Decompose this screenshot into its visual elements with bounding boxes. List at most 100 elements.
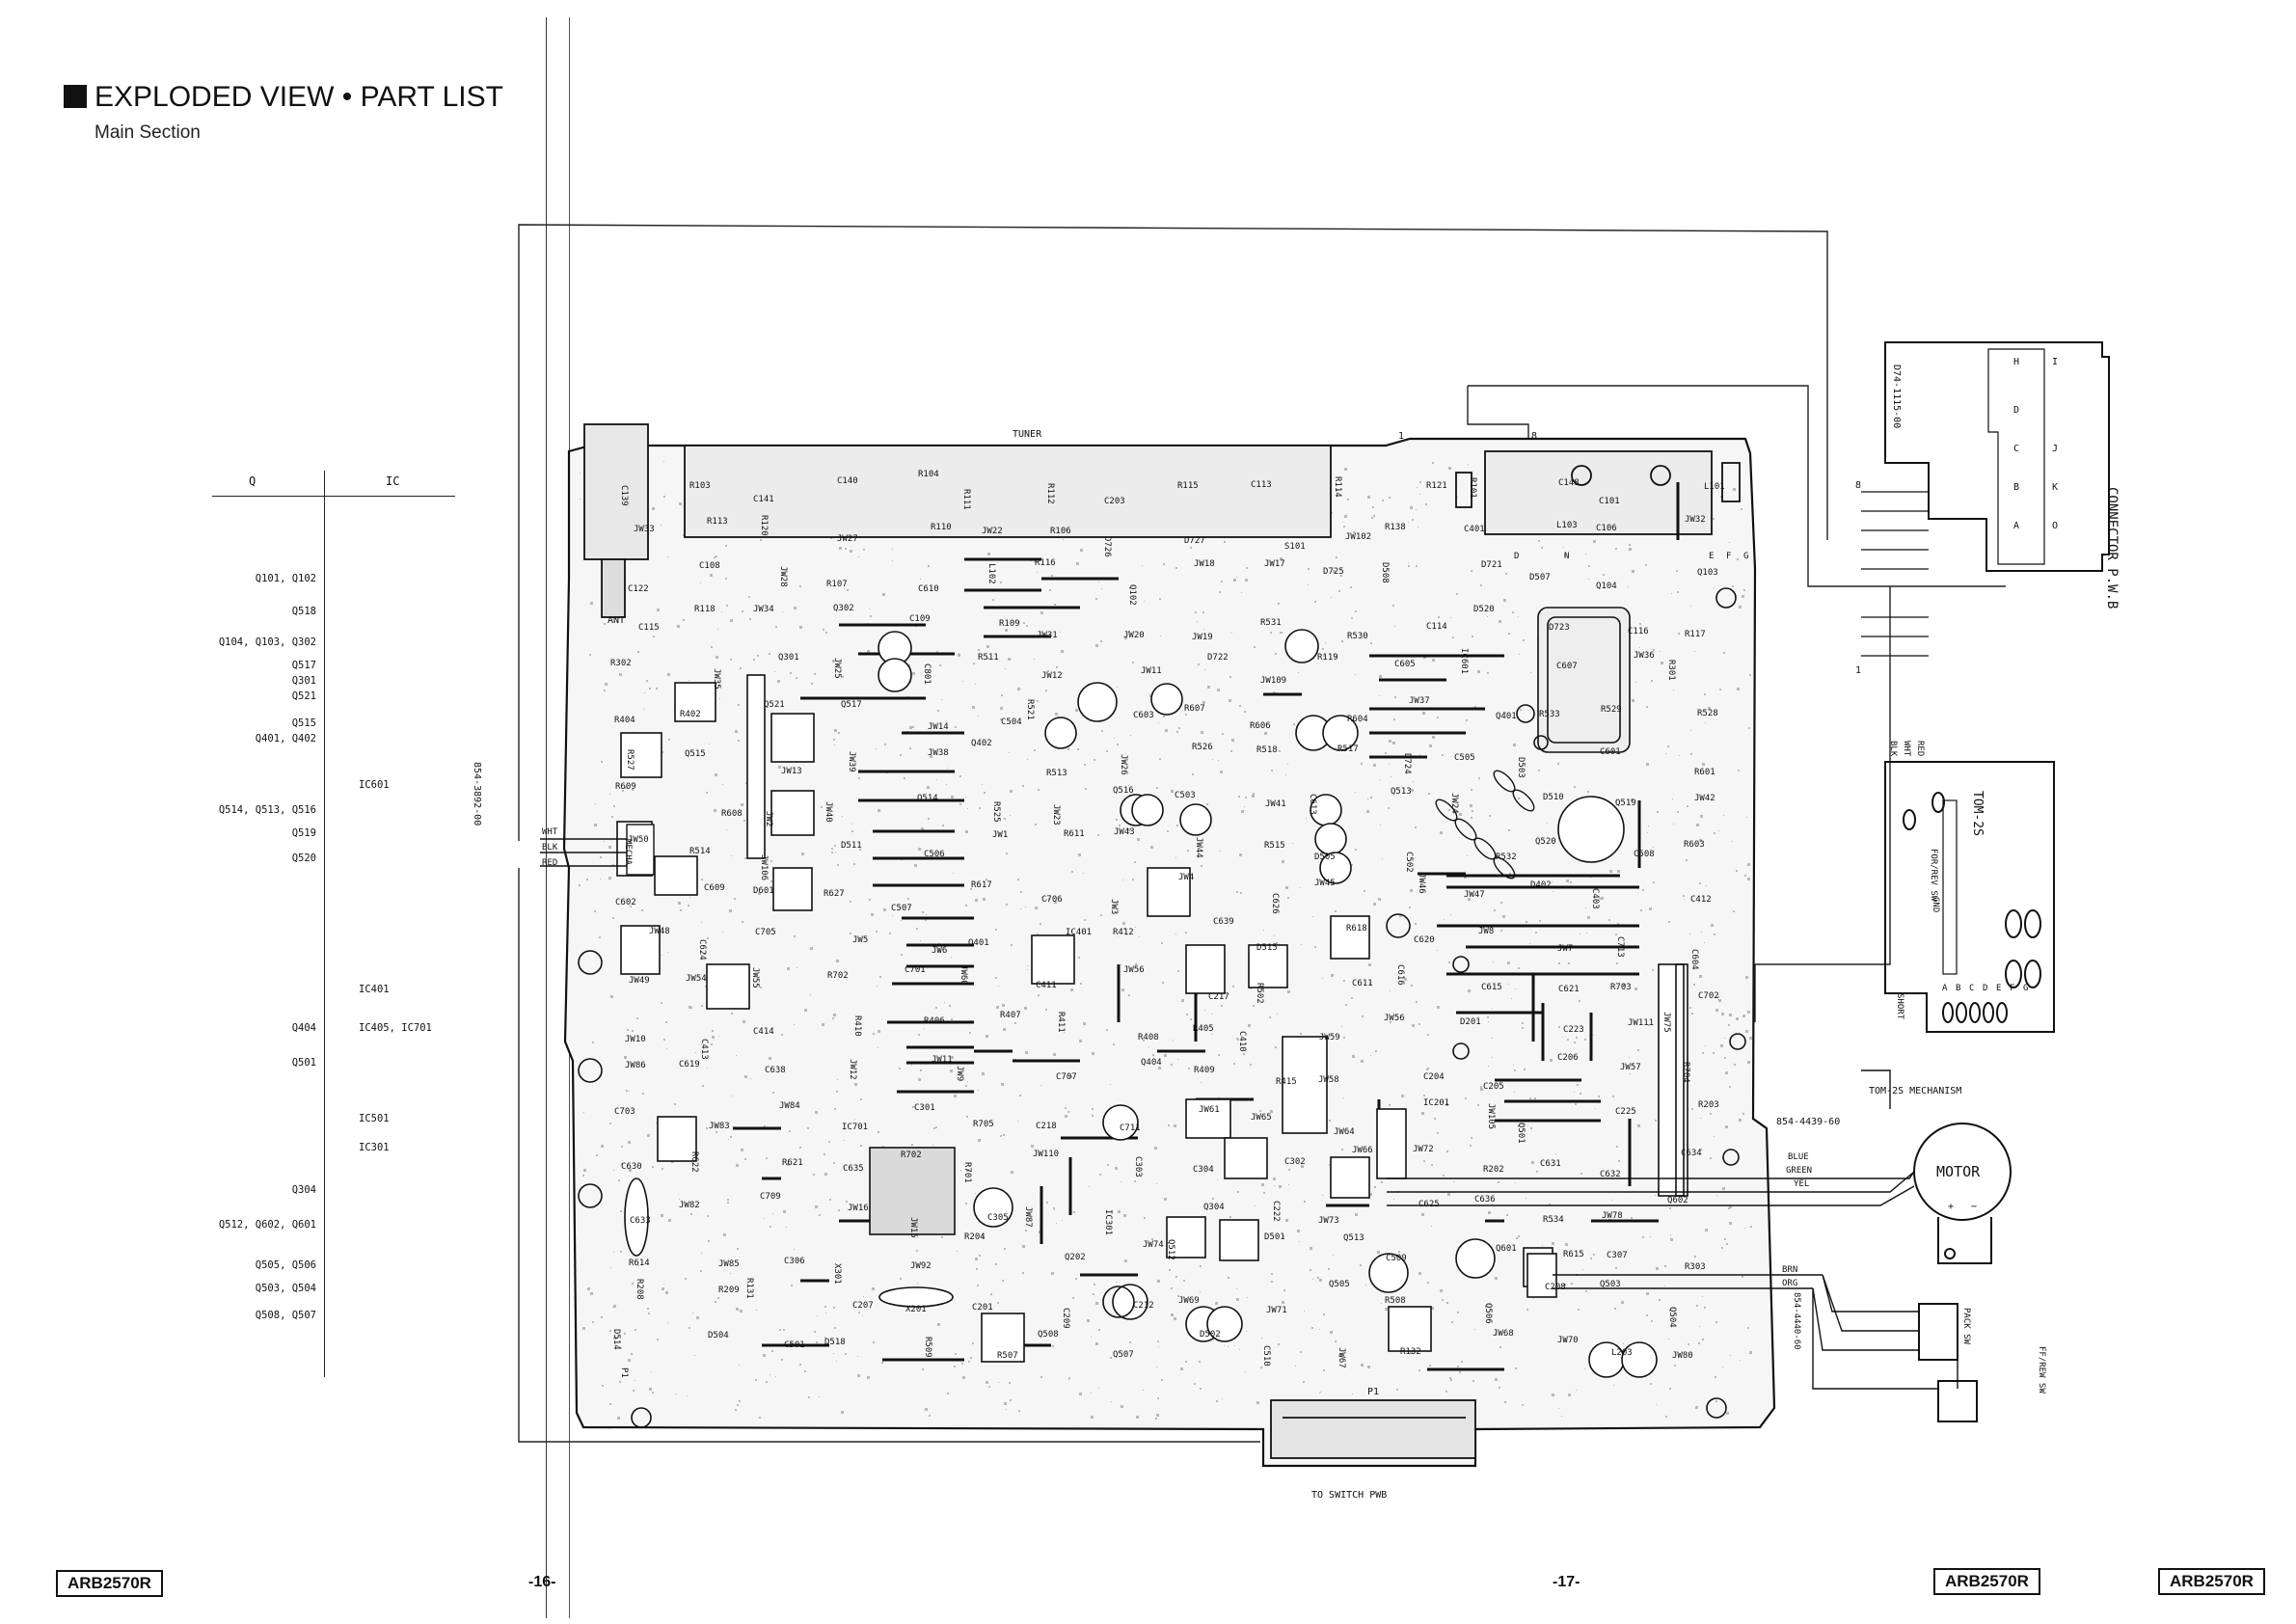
mecha-wire-wht: WHT [542,827,558,837]
speckle-dot [662,751,663,753]
speckle-dot [1116,819,1118,821]
speckle-dot [1668,1339,1669,1340]
component-label: IC601 [1459,648,1469,675]
speckle-dot [1034,749,1036,751]
component-label: R110 [931,523,952,532]
speckle-dot [1003,1028,1006,1031]
speckle-dot [715,773,717,776]
speckle-dot [1217,689,1220,691]
speckle-dot [1222,733,1224,735]
speckle-dot [979,1255,981,1257]
speckle-dot [1690,753,1692,755]
speckle-dot [1087,1319,1090,1322]
speckle-dot [996,1006,999,1009]
speckle-dot [1432,659,1435,662]
speckle-dot [1370,797,1372,798]
component-label: C613 [1308,794,1317,815]
speckle-dot [1742,595,1744,598]
speckle-dot [1369,983,1371,985]
speckle-dot [1653,847,1654,848]
speckle-dot [1459,837,1460,838]
speckle-dot [959,775,961,777]
speckle-dot [922,911,924,913]
speckle-dot [1443,1175,1445,1177]
speckle-dot [1670,1234,1671,1235]
component-label: JW69 [1178,1296,1200,1306]
component-label: Q202 [1065,1253,1086,1262]
speckle-dot [1699,839,1702,842]
speckle-dot [1276,942,1278,944]
speckle-dot [688,905,689,907]
speckle-dot [689,897,690,898]
speckle-dot [1230,750,1232,752]
speckle-dot [1080,983,1082,985]
speckle-dot [1054,604,1056,606]
speckle-dot [998,986,999,987]
component-label: JW56 [1384,1014,1405,1023]
frame-lines [518,224,2006,1443]
speckle-dot [1218,760,1219,761]
speckle-dot [613,1252,614,1253]
component-label: D727 [1184,536,1205,546]
speckle-dot [1083,873,1084,874]
speckle-dot [1444,919,1445,920]
speckle-dot [1676,570,1678,572]
speckle-dot [928,565,930,567]
component-label: JW73 [1318,1216,1339,1226]
speckle-dot [957,1251,958,1252]
speckle-dot [1468,464,1469,465]
speckle-dot [1010,1399,1012,1401]
speckle-dot [1529,943,1530,944]
components [578,587,1746,1428]
speckle-dot [926,914,927,915]
speckle-dot [714,556,716,558]
speckle-dot [1025,1051,1028,1054]
speckle-dot [631,1353,633,1355]
speckle-dot [602,1385,604,1387]
speckle-dot [912,672,915,675]
speckle-dot [807,1127,809,1129]
speckle-dot [965,797,966,798]
speckle-dot [978,716,979,717]
component-label: C205 [1483,1082,1504,1092]
speckle-dot [604,841,605,842]
component-label: JW61 [1199,1105,1220,1115]
component-label: R402 [680,710,701,719]
speckle-dot [838,732,840,734]
component-label: C114 [1426,622,1447,632]
component-label: Q302 [833,604,854,613]
speckle-dot [995,929,997,931]
speckle-dot [799,1364,801,1366]
speckle-dot [1447,1193,1450,1196]
speckle-dot [1233,1063,1235,1065]
connector-letter-o: O [2052,521,2059,531]
speckle-dot [624,1056,627,1059]
speckle-dot [1442,1299,1444,1301]
speckle-dot [759,1417,761,1419]
speckle-dot [1608,919,1610,921]
speckle-dot [860,1145,862,1147]
speckle-dot [954,1366,956,1367]
speckle-dot [1550,1059,1553,1062]
speckle-dot [892,549,893,550]
speckle-dot [1419,494,1420,495]
speckle-dot [718,1036,719,1037]
speckle-dot [1123,1214,1126,1217]
speckle-dot [1236,577,1237,578]
speckle-dot [954,1095,957,1097]
speckle-dot [1450,617,1451,618]
speckle-dot [1417,487,1418,488]
speckle-dot [846,1201,848,1203]
component-label: R120 [759,515,769,536]
speckle-dot [701,922,702,923]
speckle-dot [1437,950,1438,951]
speckle-dot [1574,786,1576,788]
speckle-dot [1715,1376,1716,1378]
component-label: JW109 [1260,676,1287,686]
speckle-dot [1344,468,1347,471]
speckle-dot [835,852,836,853]
component-label: R115 [1177,481,1199,491]
tom-pin-f: F [2010,984,2015,993]
speckle-dot [1502,915,1505,918]
speckle-dot [628,1359,631,1362]
